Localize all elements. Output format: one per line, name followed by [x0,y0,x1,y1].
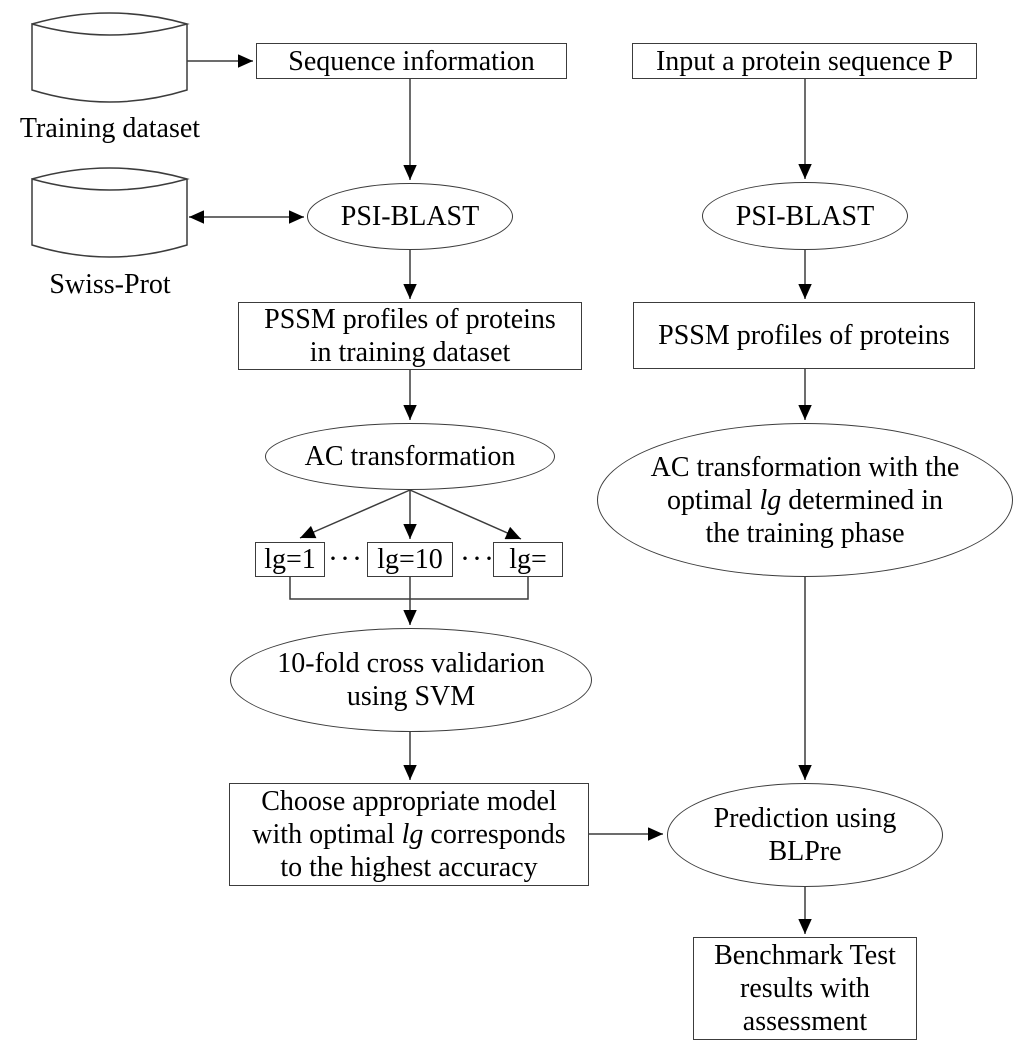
training-dataset-cylinder-icon [31,12,190,103]
cross-validation-line2: using SVM [346,681,476,712]
pssm-training-line2: in training dataset [309,337,511,368]
cross-validation-line1: 10-fold cross validarion [277,648,545,679]
benchmark-line1: Benchmark Test [714,940,896,971]
ac-optimal-line2: optimal lg determined in [667,484,943,517]
choose-model-line2: with optimal lg corresponds [252,818,565,851]
benchmark-results-box: Benchmark Test results with assessment [693,937,917,1040]
lg-1-box: lg=1 [255,542,325,577]
ac-optimal-line3: the training phase [705,517,905,549]
lg-10-box: lg=10 [367,542,453,577]
ac-transformation-ellipse: AC transformation [265,423,555,490]
pssm-profiles-prediction-box: PSSM profiles of proteins [633,302,975,369]
choose-model-line2-post: corresponds [423,819,566,850]
ac-optimal-line2-italic-lg: lg [759,484,782,516]
prediction-blpre-ellipse: Prediction using BLPre [667,783,943,887]
choose-model-line2-pre: with optimal [252,819,402,850]
lg-last-box: lg= [493,542,563,577]
ac-optimal-line2-post: determined in [781,484,944,516]
ac-optimal-line2-pre: optimal [666,484,760,516]
arrow-ac-to-lg1 [299,489,411,539]
swissprot-cylinder-icon [31,167,190,258]
swissprot-label: Swiss-Prot [49,268,171,300]
prediction-line2: BLPre [768,836,842,867]
connector-lg-join [289,577,529,600]
choose-model-box: Choose appropriate model with optimal lg… [229,783,589,886]
pssm-profiles-training-box: PSSM profiles of proteins in training da… [238,302,582,370]
training-dataset-label: Training dataset [19,112,201,144]
benchmark-line2: results with [740,973,870,1004]
lg-ellipsis-left: ··· [328,541,364,575]
choose-model-line3: to the highest accuracy [280,852,538,883]
cross-validation-ellipse: 10-fold cross validarion using SVM [230,628,592,732]
ac-optimal-line1: AC transformation with the [650,451,960,483]
choose-model-line2-italic-lg: lg [401,819,424,850]
prediction-line1: Prediction using [713,803,897,834]
sequence-information-box: Sequence information [256,43,567,79]
arrow-ac-to-lglast [409,489,522,540]
psi-blast-ellipse-prediction: PSI-BLAST [702,182,908,250]
benchmark-line3: assessment [742,1006,868,1037]
lg-ellipsis-right: ··· [460,541,496,575]
psi-blast-ellipse-training: PSI-BLAST [307,183,513,250]
choose-model-line1: Choose appropriate model [261,786,557,817]
pssm-training-line1: PSSM profiles of proteins [264,304,556,335]
ac-transformation-optimal-ellipse: AC transformation with the optimal lg de… [597,423,1013,577]
input-protein-sequence-box: Input a protein sequence P [632,43,977,79]
